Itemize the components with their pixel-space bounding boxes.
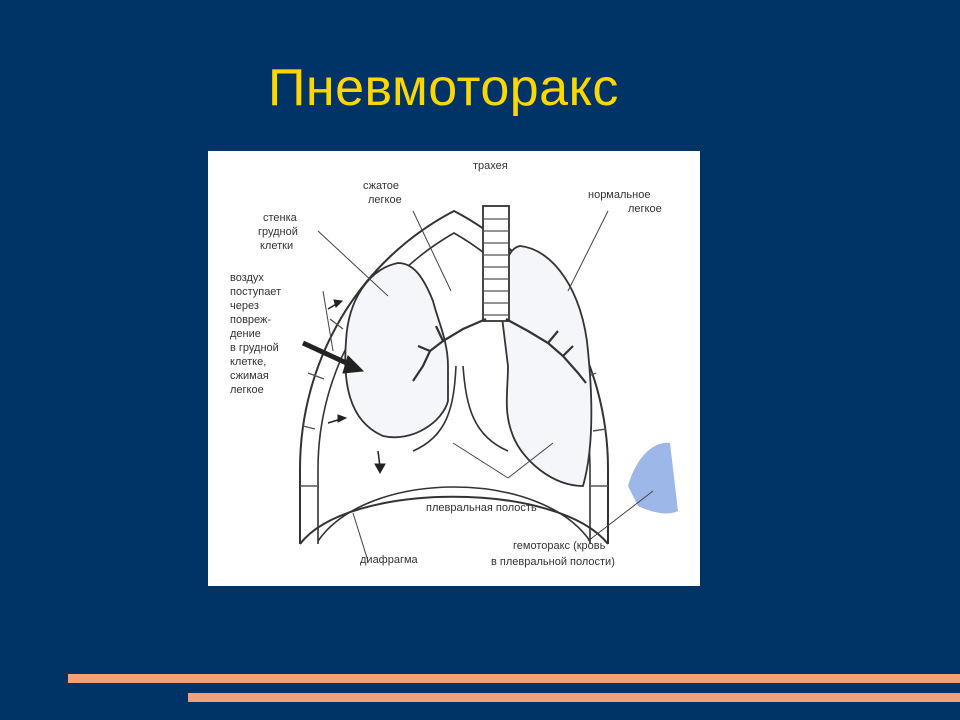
label-normal-lung-1: нормальное: [588, 189, 650, 201]
accent-bar-bottom: [188, 693, 960, 702]
label-air-2: поступает: [230, 286, 281, 298]
label-normal-lung-2: легкое: [628, 203, 662, 215]
label-air-9: легкое: [230, 384, 264, 396]
label-compressed-lung-1: сжатое: [363, 180, 399, 192]
mediastinum: [462, 365, 509, 452]
diaphragm-outer: [299, 495, 609, 545]
leader-lines: [317, 210, 654, 562]
label-chest-wall-2: грудной: [258, 226, 298, 238]
bronchus-left: [412, 317, 487, 382]
chest-wall-outer: [299, 209, 609, 544]
trachea: [482, 205, 510, 322]
diaphragm-inner: [317, 486, 591, 542]
label-compressed-lung-2: легкое: [368, 194, 402, 206]
label-air-3: через: [230, 300, 259, 312]
accent-bar-top: [68, 674, 960, 683]
label-air-1: воздух: [230, 272, 264, 284]
label-diaphragm: диафрагма: [360, 554, 419, 566]
mediastinum-left: [412, 365, 457, 452]
label-air-5: дение: [230, 328, 261, 340]
label-hemothorax-2: в плевральной полости): [491, 556, 615, 568]
label-trachea: трахея: [473, 160, 508, 172]
label-hemothorax-1: гемоторакс (кровь: [513, 540, 606, 552]
bronchus-right: [505, 318, 587, 384]
label-air-4: повреж-: [230, 314, 271, 326]
label-chest-wall-1: стенка: [263, 212, 298, 224]
label-air-8: сжимая: [230, 370, 269, 382]
label-chest-wall-3: клетки: [260, 240, 293, 252]
pneumothorax-diagram: трахея сжатое легкое нормальное легкое с…: [208, 151, 700, 586]
label-pleural-cavity: плевральная полость: [426, 502, 537, 514]
hemothorax-blood: [628, 442, 678, 514]
label-air-7: клетке,: [230, 356, 266, 368]
diagram-svg: трахея сжатое легкое нормальное легкое с…: [230, 160, 678, 568]
normal-lung: [499, 245, 593, 487]
slide-title: Пневмоторакс: [268, 59, 619, 117]
air-arrows: [301, 299, 386, 475]
label-air-6: в грудной: [230, 342, 279, 354]
compressed-lung: [344, 262, 449, 439]
